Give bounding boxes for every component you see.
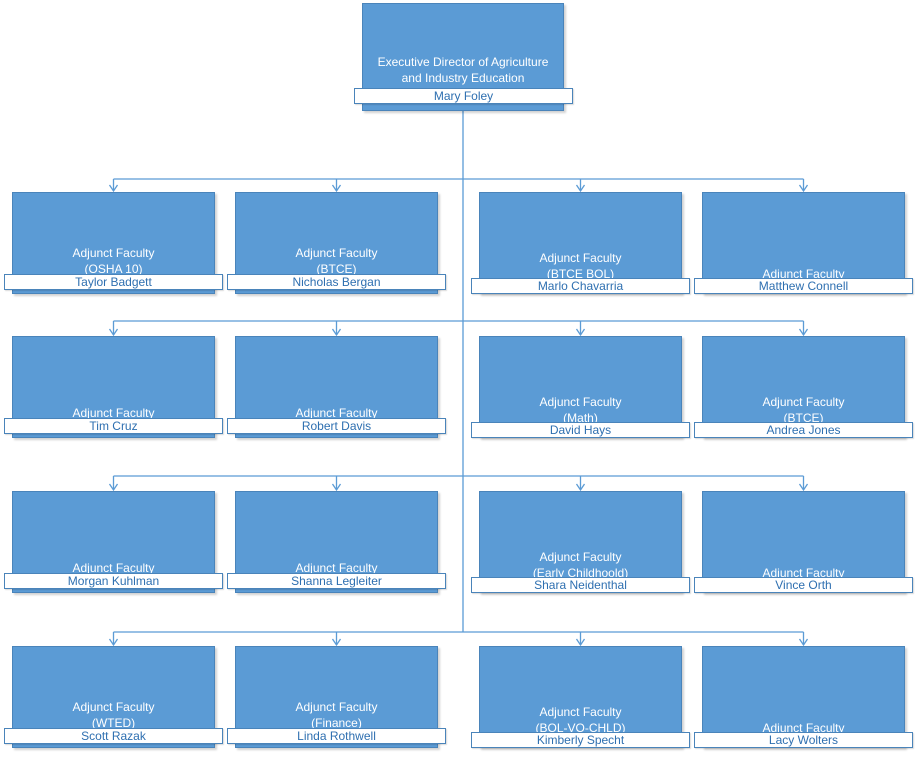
- connector-arrowhead: [798, 184, 809, 193]
- faculty-title: Adjunct Faculty (Math): [480, 394, 681, 426]
- faculty-box: Adjunct Faculty (BOL-VO-CHLD): [479, 646, 682, 748]
- connector-arrowhead: [331, 638, 342, 647]
- director-title-line-2: and Industry Education: [401, 71, 525, 85]
- faculty-role: Adjunct Faculty: [762, 566, 845, 580]
- connector-arrowhead: [108, 483, 119, 492]
- faculty-name: Scott Razak: [4, 728, 223, 744]
- faculty-role: Adjunct Faculty: [762, 395, 845, 409]
- connector-arrowhead: [331, 328, 342, 337]
- director-title-line-1: Executive Director of Agriculture: [377, 55, 549, 69]
- faculty-program: (Finance): [311, 716, 362, 730]
- faculty-role: Adjunct Faculty: [72, 700, 155, 714]
- connector-arrowhead: [798, 483, 809, 492]
- faculty-title: Adjunct Faculty: [703, 720, 904, 736]
- faculty-name: Robert Davis: [227, 418, 446, 434]
- faculty-box: Adjunct Faculty: [702, 192, 905, 294]
- connector-arrowhead: [108, 638, 119, 647]
- faculty-title: Adjunct Faculty: [13, 560, 214, 576]
- faculty-title: Adjunct Faculty (BOL-VO-CHLD): [480, 704, 681, 736]
- connector-arrowhead: [331, 483, 342, 492]
- connector-arrowhead: [331, 184, 342, 193]
- connector-arrowhead: [575, 184, 586, 193]
- faculty-program: (BTCE BOL): [546, 267, 615, 281]
- faculty-program: (WTED): [91, 716, 136, 730]
- faculty-role: Adjunct Faculty: [295, 561, 378, 575]
- faculty-title: Adjunct Faculty (BTCE BOL): [480, 250, 681, 282]
- faculty-title: Adjunct Faculty: [703, 565, 904, 581]
- faculty-title: Adjunct Faculty (OSHA 10): [13, 245, 214, 277]
- faculty-name: Matthew Connell: [694, 278, 913, 294]
- faculty-title: Adjunct Faculty (BTCE): [236, 245, 437, 277]
- faculty-name: Linda Rothwell: [227, 728, 446, 744]
- faculty-name: Taylor Badgett: [4, 274, 223, 290]
- faculty-role: Adjunct Faculty: [539, 395, 622, 409]
- faculty-box: Adjunct Faculty (BTCE BOL): [479, 192, 682, 294]
- faculty-box: Adjunct Faculty: [702, 646, 905, 748]
- faculty-role: Adjunct Faculty: [295, 246, 378, 260]
- faculty-program: (Math): [563, 411, 598, 425]
- faculty-program: (Early Childhoold): [532, 566, 629, 580]
- faculty-role: Adjunct Faculty: [762, 721, 845, 735]
- faculty-title: Adjunct Faculty (BTCE): [703, 394, 904, 426]
- faculty-role: Adjunct Faculty: [295, 700, 378, 714]
- faculty-name: David Hays: [471, 422, 690, 438]
- connector-arrowhead: [108, 328, 119, 337]
- faculty-title: Adjunct Faculty (WTED): [13, 699, 214, 731]
- faculty-program: (BOL-VO-CHLD): [535, 721, 626, 735]
- faculty-box: Adjunct Faculty (Early Childhoold): [479, 491, 682, 593]
- faculty-box: Adjunct Faculty (BTCE): [702, 336, 905, 438]
- faculty-name: Nicholas Bergan: [227, 274, 446, 290]
- faculty-name: Kimberly Specht: [471, 732, 690, 748]
- faculty-title: Adjunct Faculty: [13, 405, 214, 421]
- faculty-role: Adjunct Faculty: [295, 406, 378, 420]
- faculty-box: Adjunct Faculty (Math): [479, 336, 682, 438]
- faculty-role: Adjunct Faculty: [72, 406, 155, 420]
- faculty-name: Shara Neidenthal: [471, 577, 690, 593]
- faculty-title: Adjunct Faculty (Early Childhoold): [480, 549, 681, 581]
- faculty-title: Adjunct Faculty: [236, 560, 437, 576]
- director-title: Executive Director of Agriculture and In…: [363, 54, 563, 86]
- director-name: Mary Foley: [354, 88, 573, 104]
- faculty-title: Adjunct Faculty (Finance): [236, 699, 437, 731]
- connector-arrowhead: [575, 328, 586, 337]
- faculty-box: Adjunct Faculty: [702, 491, 905, 593]
- connector-arrowhead: [798, 638, 809, 647]
- faculty-name: Marlo Chavarria: [471, 278, 690, 294]
- faculty-role: Adjunct Faculty: [72, 246, 155, 260]
- faculty-role: Adjunct Faculty: [539, 550, 622, 564]
- faculty-name: Shanna Legleiter: [227, 573, 446, 589]
- faculty-name: Tim Cruz: [4, 418, 223, 434]
- faculty-program: (BTCE): [316, 262, 357, 276]
- faculty-name: Vince Orth: [694, 577, 913, 593]
- faculty-name: Lacy Wolters: [694, 732, 913, 748]
- connector-arrowhead: [575, 483, 586, 492]
- connector-arrowhead: [575, 638, 586, 647]
- faculty-role: Adjunct Faculty: [539, 251, 622, 265]
- faculty-name: Morgan Kuhlman: [4, 573, 223, 589]
- faculty-program: (OSHA 10): [84, 262, 143, 276]
- connector-arrowhead: [798, 328, 809, 337]
- faculty-role: Adjunct Faculty: [72, 561, 155, 575]
- faculty-name: Andrea Jones: [694, 422, 913, 438]
- faculty-role: Adjunct Faculty: [762, 267, 845, 281]
- faculty-title: Adjunct Faculty: [703, 266, 904, 282]
- connector-arrowhead: [108, 184, 119, 193]
- faculty-program: (BTCE): [783, 411, 824, 425]
- faculty-role: Adjunct Faculty: [539, 705, 622, 719]
- faculty-title: Adjunct Faculty: [236, 405, 437, 421]
